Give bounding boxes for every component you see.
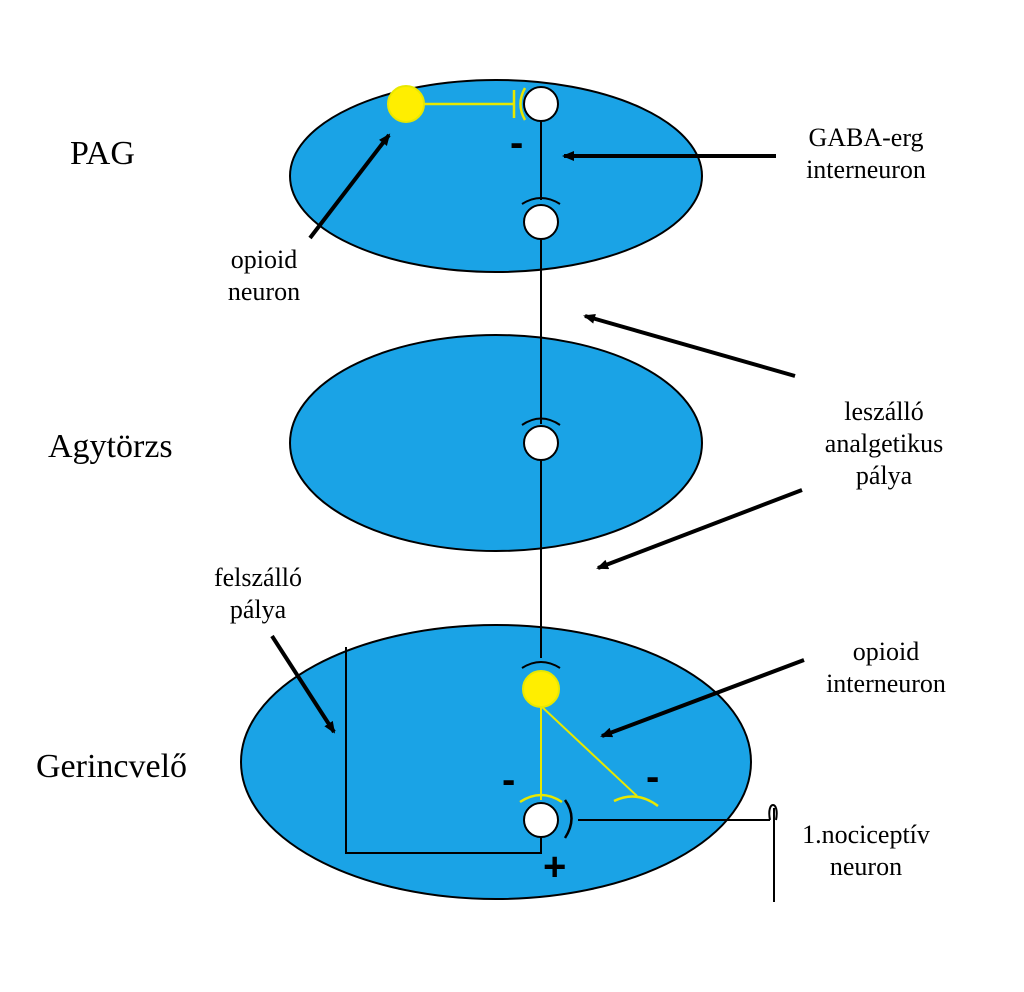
gaba-label-line2: interneuron <box>806 155 926 184</box>
projection-neuron-cell <box>523 802 559 838</box>
brainstem-cell <box>523 425 559 461</box>
nociceptive-label-line1: 1.nociceptív <box>802 820 930 849</box>
pag-inhibition-sign: - <box>510 121 523 165</box>
ascending-pathway <box>345 647 542 854</box>
arrow-descending-lower <box>596 488 803 570</box>
opioid-neuron-label-line2: neuron <box>228 277 300 306</box>
descending-label-line1: leszálló <box>844 397 923 426</box>
pag-output-cell <box>523 204 559 240</box>
descending-label-line3: pálya <box>856 461 913 490</box>
pag-synapse-arc <box>521 197 561 205</box>
opioid-interneuron-label-line1: opioid <box>853 637 919 666</box>
arrow-opioid-interneuron <box>600 658 805 738</box>
opioid-interneuron-cell <box>522 670 560 708</box>
descending-label-line2: analgetikus <box>825 429 943 458</box>
arrow-ascending <box>270 634 336 734</box>
nociceptive-label-line2: neuron <box>830 852 902 881</box>
pag-label: PAG <box>70 135 135 172</box>
spinal-inhibition-sign-left: - <box>502 758 515 802</box>
opioid-synapse-cleft <box>519 87 527 121</box>
arrow-opioid-neuron <box>308 133 391 240</box>
opioid-neuron-label-line1: opioid <box>231 245 297 274</box>
pag-region <box>289 79 703 273</box>
opioid-interneuron-axon-right <box>540 705 638 797</box>
ascending-label-line1: felszálló <box>214 563 302 592</box>
opioid-interneuron-label-line2: interneuron <box>826 669 946 698</box>
gaba-interneuron-cell <box>523 86 559 122</box>
spinal-inhibition-sign-right: - <box>646 755 659 799</box>
brainstem-label: Agytörzs <box>48 428 173 465</box>
opioid-terminal-left <box>519 793 563 804</box>
opioid-terminal-right <box>613 795 659 808</box>
arrow-descending-upper <box>583 313 796 378</box>
nociceptive-synapse-cleft <box>563 799 573 839</box>
brainstem-synapse-arc <box>521 417 561 426</box>
spinal-cord-label: Gerincvelő <box>36 748 187 785</box>
opioid-neuron-cell <box>387 85 425 123</box>
spinal-cord-region <box>240 624 752 900</box>
nociceptive-cell-loop <box>768 804 778 821</box>
brainstem-region <box>289 334 703 552</box>
spinal-synapse-arc <box>521 661 561 669</box>
ascending-label-line2: pálya <box>230 595 287 624</box>
gaba-label-line1: GABA-erg <box>808 123 923 152</box>
excitation-sign: + <box>543 845 566 889</box>
